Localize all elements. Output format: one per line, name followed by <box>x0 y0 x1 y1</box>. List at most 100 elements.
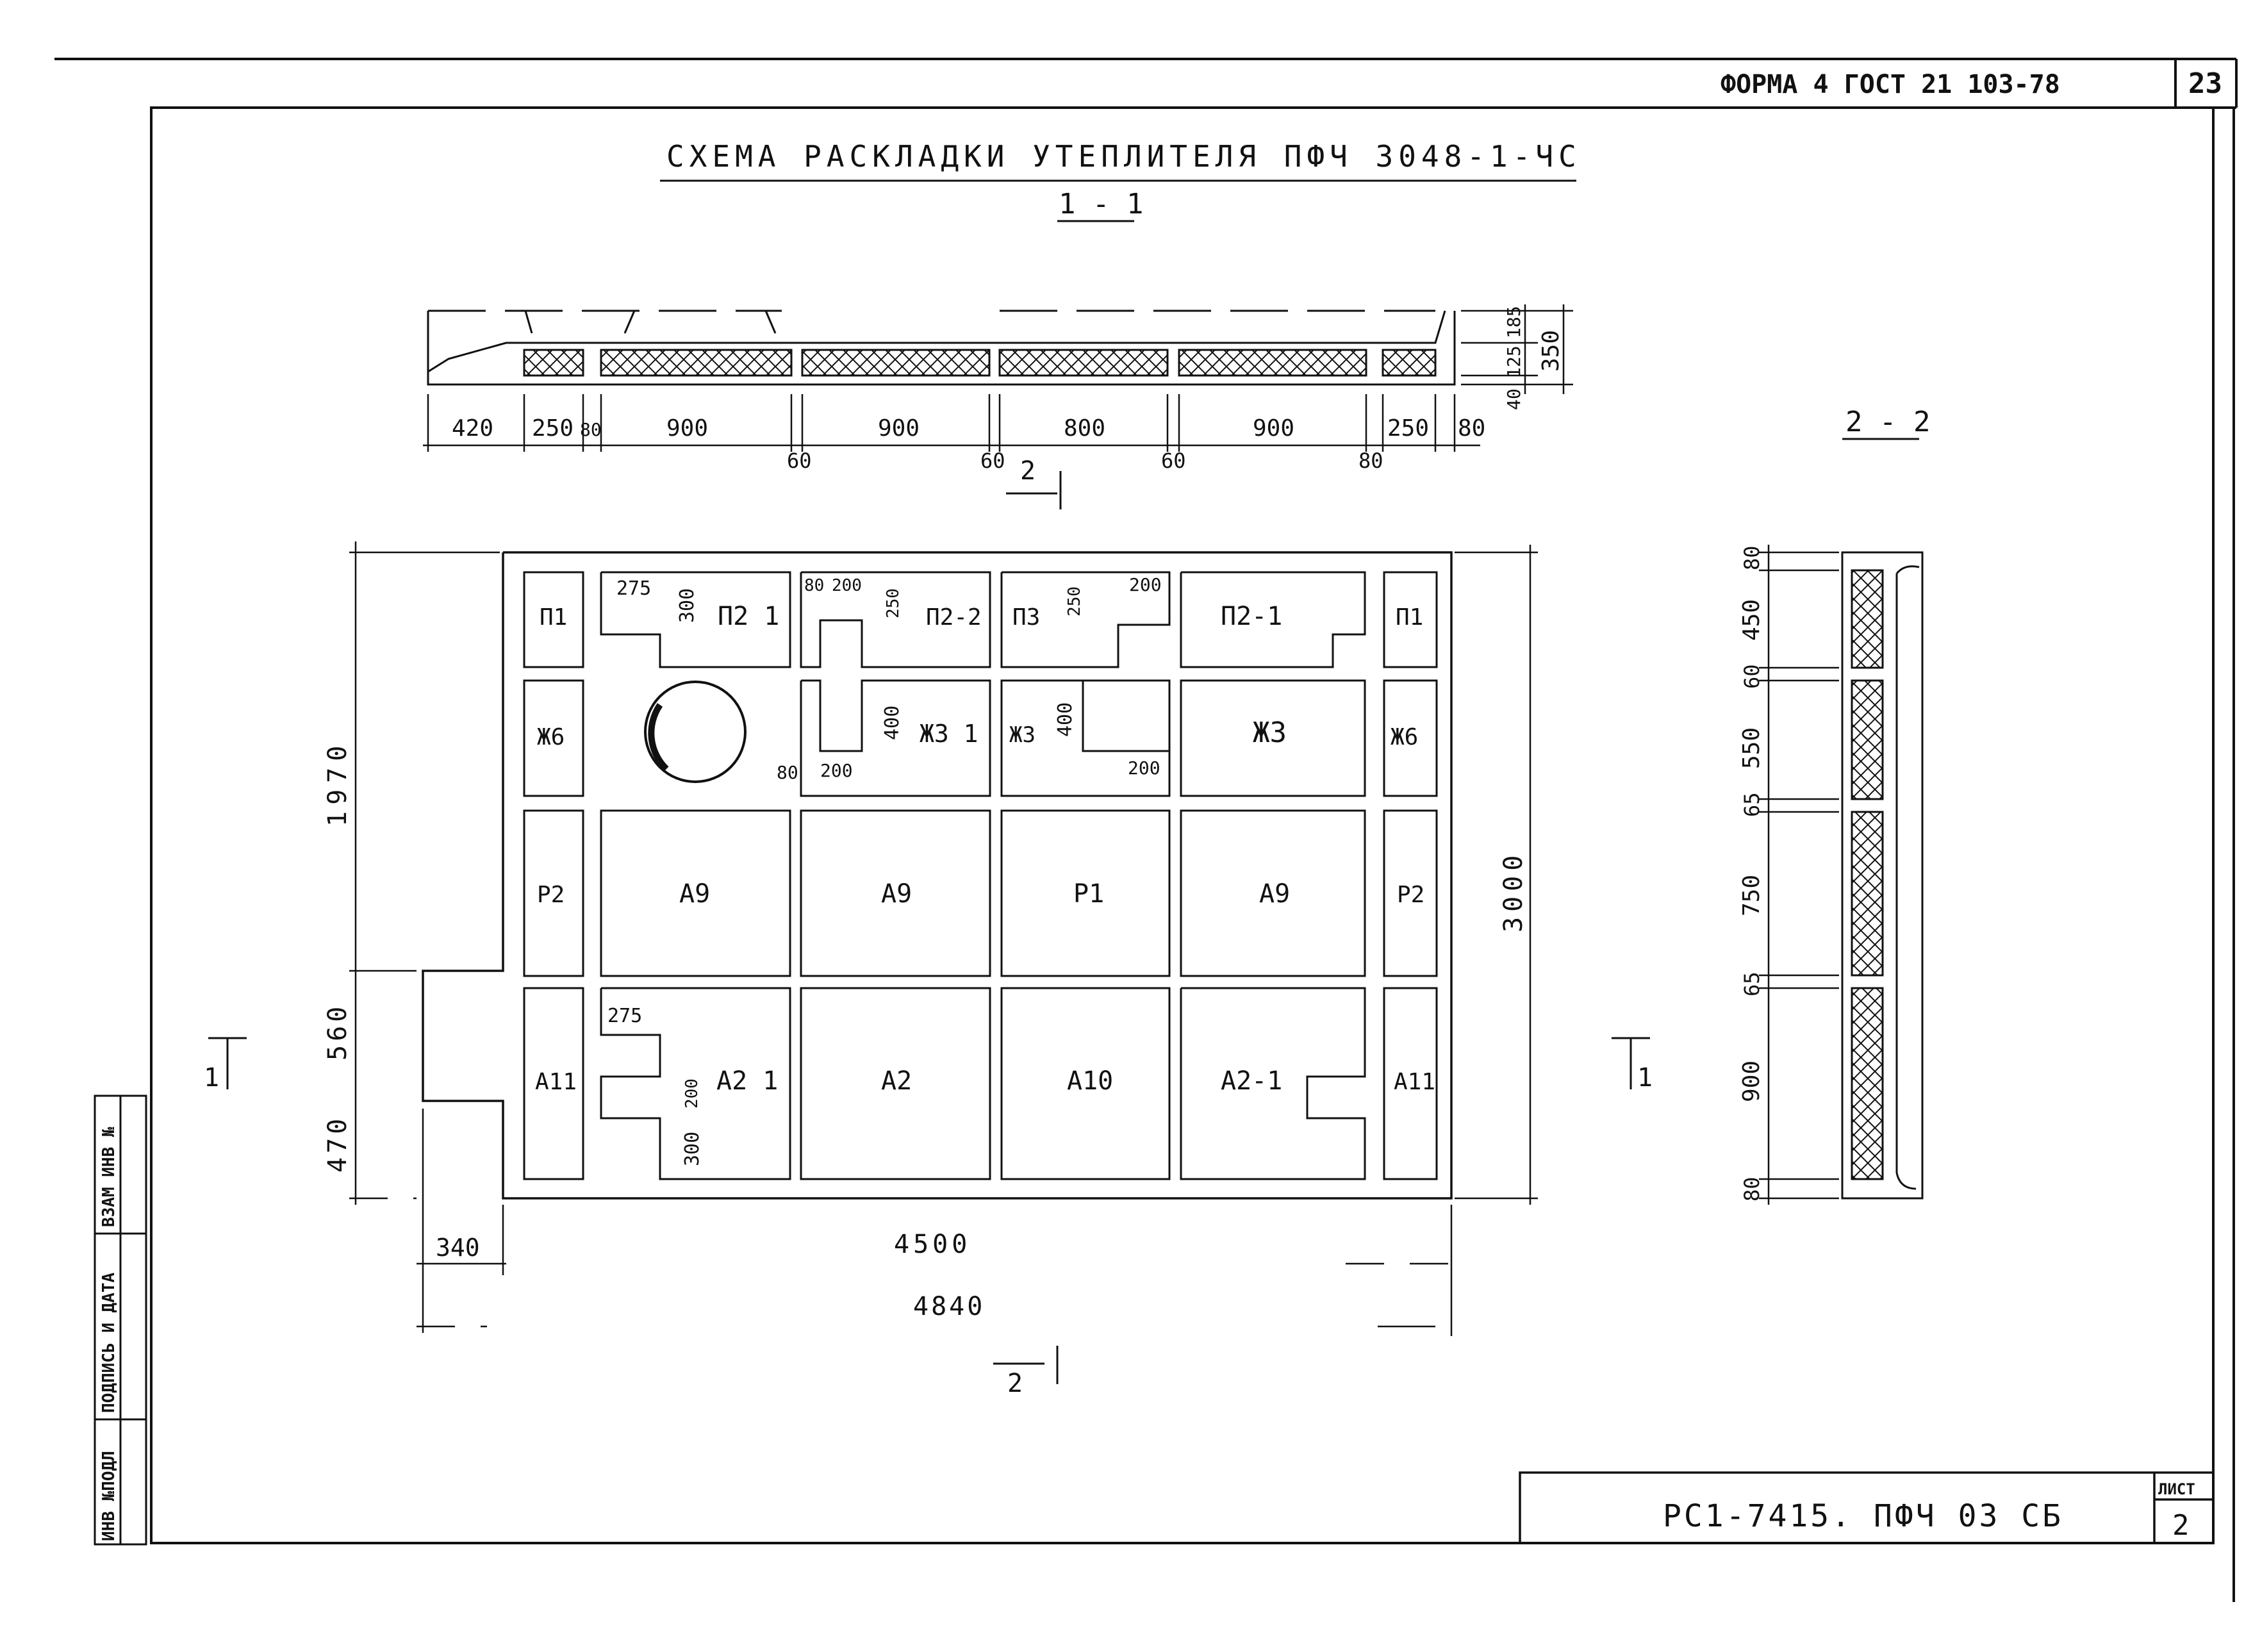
inner-dim-80-top: 80 <box>804 576 824 595</box>
dim-185: 185 <box>1503 306 1524 338</box>
inner-dim-275-bottom: 275 <box>607 1005 642 1027</box>
dim22-80-bottom: 80 <box>1740 1177 1764 1202</box>
panel-zh3-b: Ж3 <box>1253 716 1287 749</box>
panel-a9-b: А9 <box>881 879 912 909</box>
panel-r1: Р1 <box>1073 879 1104 909</box>
dim-125: 125 <box>1503 345 1524 378</box>
gap-60-b: 60 <box>980 449 1005 473</box>
dim22-60: 60 <box>1740 664 1764 689</box>
drawing-code: РС1-7415. ПФЧ 03 СБ <box>1663 1498 2063 1534</box>
svg-text:1: 1 <box>204 1063 219 1093</box>
cut-mark-1-right: 1 <box>1612 1037 1653 1093</box>
dim-3000: 3000 <box>1499 850 1528 932</box>
dim-340: 340 <box>436 1234 480 1262</box>
dim22-900: 900 <box>1738 1061 1765 1102</box>
panel-p2-1-b: П2-1 <box>1221 602 1282 631</box>
inner-dim-300-bottom: 300 <box>681 1132 704 1166</box>
dim-80-right: 80 <box>1458 415 1485 442</box>
dim-4500: 4500 <box>894 1230 971 1259</box>
panel-r2-right: Р2 <box>1397 882 1424 908</box>
sheet-number: 2 <box>2172 1509 2190 1542</box>
inner-dim-400-b: 400 <box>1054 702 1077 737</box>
panel-zh6-right: Ж6 <box>1391 724 1418 750</box>
dim22-450: 450 <box>1738 599 1765 641</box>
sheet-label: ЛИСТ <box>2158 1480 2195 1498</box>
page-corner-number: 23 <box>2188 67 2222 100</box>
inner-dim-200-zh: 200 <box>1128 757 1160 779</box>
svg-text:2: 2 <box>1007 1369 1023 1398</box>
section-1-1: 420 250 80 900 900 800 900 250 80 60 60 … <box>423 304 1573 473</box>
inner-dim-250-b: 250 <box>1065 586 1084 616</box>
dim-250-right: 250 <box>1387 415 1429 442</box>
section-1-1-label: 1 - 1 <box>1059 188 1143 220</box>
stamp-inv-podl: ИНВ №ПОДЛ <box>99 1451 119 1541</box>
stamp-vzam-inv: ВЗАМ ИНВ № <box>99 1127 119 1227</box>
side-stamp: ИНВ №ПОДЛ ПОДПИСЬ И ДАТА ВЗАМ ИНВ № <box>94 1094 147 1546</box>
dim22-80-top: 80 <box>1740 545 1764 570</box>
panel-r2-left: Р2 <box>537 882 565 908</box>
dim-800: 800 <box>1064 415 1105 442</box>
svg-text:1: 1 <box>1637 1063 1653 1093</box>
svg-text:2: 2 <box>1020 456 1036 486</box>
panel-p2-1-a: П2 1 <box>718 602 779 631</box>
dim-470: 470 <box>323 1115 352 1173</box>
inner-dim-275-top: 275 <box>616 577 651 600</box>
cut-mark-1-left: 1 <box>204 1037 247 1093</box>
dim-900-c: 900 <box>1253 415 1294 442</box>
sheet-frame <box>54 58 2238 1602</box>
panel-a9-a: А9 <box>679 879 710 909</box>
dim-350: 350 <box>1538 330 1564 372</box>
section-2-2: 2 - 2 80 450 60 5 <box>1738 406 1930 1205</box>
dim-40: 40 <box>1503 388 1524 410</box>
inner-dim-200-mid: 200 <box>820 760 853 781</box>
cut-mark-2-top: 2 <box>1006 456 1062 509</box>
panel-a10: А10 <box>1067 1066 1113 1096</box>
dim22-550: 550 <box>1738 727 1765 769</box>
form-reference: ФОРМА 4 ГОСТ 21 103-78 <box>1721 70 2060 99</box>
dim-900-a: 900 <box>666 415 708 442</box>
panel-a11-left: А11 <box>535 1069 577 1095</box>
panel-zh3-1: Ж3 1 <box>920 720 978 748</box>
dim-80-left: 80 <box>580 419 602 440</box>
insulation-strips-1-1 <box>523 349 1437 377</box>
dim-250-left: 250 <box>532 415 574 442</box>
panel-a9-c: А9 <box>1259 879 1290 909</box>
panel-a2-1-a: А2 1 <box>716 1066 778 1096</box>
inner-dim-250-a: 250 <box>884 588 903 618</box>
cut-mark-2-bottom: 2 <box>993 1346 1059 1398</box>
panel-a2: А2 <box>881 1066 912 1096</box>
inner-dim-80-mid: 80 <box>777 762 798 783</box>
dim22-65-b: 65 <box>1740 971 1764 996</box>
dim-4840: 4840 <box>913 1292 985 1321</box>
title-block: РС1-7415. ПФЧ 03 СБ ЛИСТ 2 <box>1519 1471 2213 1543</box>
dim-560: 560 <box>323 1003 352 1061</box>
inner-dim-200-top: 200 <box>832 576 862 595</box>
panel-a11-right: А11 <box>1394 1069 1435 1095</box>
stamp-signature-date: ПОДПИСЬ И ДАТА <box>99 1273 119 1413</box>
round-opening <box>644 681 747 783</box>
inner-dim-400-a: 400 <box>881 706 904 740</box>
inner-dim-200-bottom: 200 <box>682 1078 702 1109</box>
panel-p1-left: П1 <box>540 604 567 631</box>
dim-1970: 1970 <box>323 739 352 827</box>
panel-p2-2: П2-2 <box>926 604 982 631</box>
panel-p3: П3 <box>1012 604 1040 631</box>
dim22-750: 750 <box>1738 875 1765 916</box>
gap-80: 80 <box>1358 449 1383 473</box>
drawing-title: СХЕМА РАСКЛАДКИ УТЕПЛИТЕЛЯ ПФЧ 3048-1-ЧС <box>666 139 1581 174</box>
inner-dim-200-p3: 200 <box>1129 574 1162 595</box>
dim-900-b: 900 <box>878 415 920 442</box>
inner-dim-300-top: 300 <box>676 588 698 623</box>
panel-zh3-a: Ж3 <box>1009 722 1036 748</box>
panel-a2-1-b: А2-1 <box>1221 1066 1282 1096</box>
insulation-strips-2-2 <box>1851 569 1884 1180</box>
plan-view: П1 П2 1 П2-2 П3 П2-1 П1 Ж6 Ж3 1 Ж3 Ж3 Ж6… <box>323 541 1538 1336</box>
dim22-65-a: 65 <box>1740 792 1764 817</box>
gap-60-a: 60 <box>787 449 812 473</box>
dim-420: 420 <box>452 415 493 442</box>
panel-zh6-left: Ж6 <box>537 724 565 750</box>
section-2-2-label: 2 - 2 <box>1845 406 1930 438</box>
panel-p1-right: П1 <box>1396 604 1423 631</box>
gap-60-c: 60 <box>1161 449 1186 473</box>
